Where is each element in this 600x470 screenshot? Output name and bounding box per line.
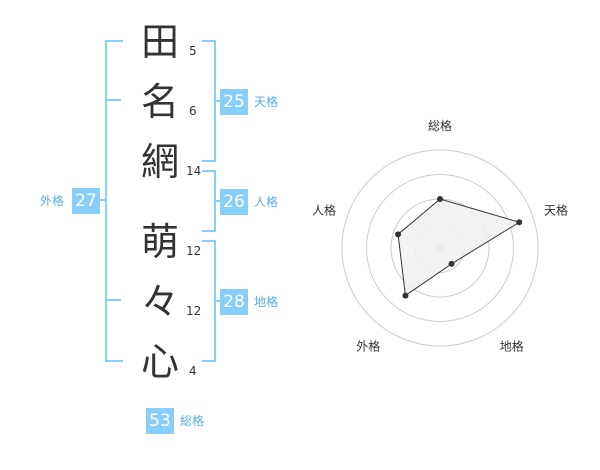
radar-axis-label-3: 地格 <box>500 339 524 354</box>
radar-axis-label-1: 総格 <box>428 118 452 133</box>
gaikaku-label: 外格 <box>40 194 65 208</box>
radar-ring-4 <box>341 149 539 347</box>
radar-point-3 <box>448 260 455 267</box>
radar-point-5 <box>395 231 402 238</box>
radar-axis-label-5: 人格 <box>312 202 336 217</box>
radar-axis-label-4: 外格 <box>356 339 380 354</box>
jinkaku-badge: 26 <box>220 189 248 215</box>
name-char-5: 々 <box>140 280 179 324</box>
stroke-count-4: 12 <box>186 244 202 258</box>
radar-polygon <box>397 198 521 297</box>
name-char-4: 萌 <box>140 220 179 264</box>
chikaku-label: 地格 <box>254 295 279 309</box>
gaikaku-connector <box>98 199 107 201</box>
name-char-6: 心 <box>140 340 179 384</box>
jinkaku-label: 人格 <box>254 195 279 209</box>
gaikaku-bracket <box>105 40 123 362</box>
chikaku-badge: 28 <box>220 289 248 315</box>
radar-point-2 <box>516 219 523 226</box>
tenkaku-connector <box>214 100 222 102</box>
stroke-count-3: 14 <box>186 164 202 178</box>
radar-point-4 <box>402 292 409 299</box>
gaikaku-badge: 27 <box>72 188 100 214</box>
stroke-count-2: 6 <box>189 104 197 118</box>
soukaku-badge: 53 <box>146 408 174 434</box>
tenkaku-badge: 25 <box>220 89 248 115</box>
gaikaku-tick-1 <box>107 99 121 101</box>
jinkaku-connector <box>214 200 222 202</box>
stroke-count-5: 12 <box>186 304 202 318</box>
gaikaku-tick-2 <box>107 299 121 301</box>
radar-axis-label-2: 天格 <box>544 202 568 217</box>
tenkaku-label: 天格 <box>254 95 279 109</box>
name-char-2: 名 <box>140 80 179 124</box>
soukaku-label: 総格 <box>180 414 205 428</box>
chikaku-connector <box>214 300 222 302</box>
radar-point-1 <box>437 196 443 202</box>
name-char-1: 田 <box>140 20 179 64</box>
stroke-count-6: 4 <box>189 364 197 378</box>
radar-ring-3 <box>366 174 514 322</box>
name-char-3: 網 <box>140 140 179 184</box>
stroke-count-1: 5 <box>189 44 197 58</box>
